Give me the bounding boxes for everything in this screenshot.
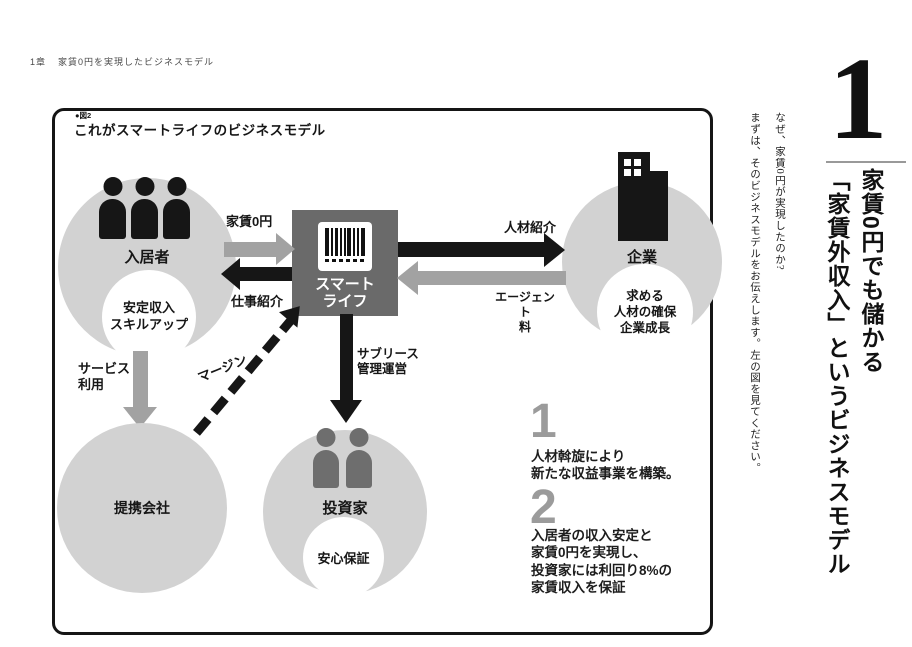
chapter-heading-col1: 家賃0円でも儲かる (858, 168, 884, 374)
arrow-rent-zero-head (276, 233, 295, 265)
arrow-hr-referral-head (544, 233, 565, 267)
person-icon (346, 428, 372, 488)
person-icon (131, 177, 158, 239)
building-icon (618, 152, 668, 241)
investors-label: 投資家 (322, 500, 368, 517)
note-2-text: 入居者の収入安定と 家賃0円を実現し、 投資家には利回り8%の 家賃収入を保証 (531, 528, 673, 595)
investors-group-icon (313, 428, 372, 488)
chapter-lead-col2: まずは、そのビジネスモデルをお伝えします。左の図を見てください。 (749, 112, 760, 474)
flow-job-referral: 仕事紹介 (231, 294, 284, 309)
person-icon (163, 177, 190, 239)
arrow-agent-fee-head (397, 261, 418, 295)
note-2-number: 2 (530, 481, 557, 534)
chapter-number: 1章 (30, 57, 47, 67)
arrow-rent-zero (224, 242, 276, 257)
company-label: 企業 (626, 249, 657, 266)
smartlife-label: スマート ライフ (315, 276, 375, 310)
arrow-job-referral-head (221, 258, 240, 290)
arrow-hr-referral (398, 242, 544, 257)
flow-rent-zero: 家賃0円 (226, 214, 273, 229)
chapter-lead-col1: なぜ、家賃0円が実現したのか? (774, 112, 785, 271)
company-benefit: 求める 人材の確保 企業成長 (613, 288, 677, 336)
chapter-heading-vertical: 家賃0円でも儲かる 「家賃外収入」というビジネスモデル (816, 168, 888, 643)
note-1-number: 1 (530, 395, 557, 448)
chapter-heading-col2: 「家賃外収入」というビジネスモデル (824, 168, 850, 576)
chapter-title: 家賃0円を実現したビジネスモデル (58, 57, 215, 67)
investors-benefit-circle: 安心保証 (303, 517, 384, 598)
flow-agent-fee: エージェント 料 (495, 290, 555, 334)
note-1-text: 人材斡旋により 新たな収益事業を構築。 (531, 449, 680, 482)
flow-hr-referral: 人材紹介 (504, 220, 557, 235)
barcode-icon (318, 222, 372, 271)
residents-benefit-circle: 安定収入 スキルアップ (102, 270, 196, 364)
investors-benefit: 安心保証 (317, 551, 370, 566)
arrow-job-referral (240, 267, 292, 281)
chapter-rule (826, 161, 906, 163)
figure-title: これがスマートライフのビジネスモデル (74, 123, 326, 138)
residents-label: 入居者 (124, 249, 170, 266)
arrow-sublease-head (330, 400, 362, 423)
company-benefit-circle: 求める 人材の確保 企業成長 (597, 264, 693, 360)
person-icon (99, 177, 126, 239)
person-icon (313, 428, 339, 488)
residents-benefit: 安定収入 スキルアップ (109, 300, 188, 332)
residents-group-icon (99, 177, 190, 239)
chapter-lead-vertical: なぜ、家賃0円が実現したのか? まずは、そのビジネスモデルをお伝えします。左の図… (742, 112, 792, 492)
figure-tag: ●図2 (75, 111, 92, 120)
flow-sublease: サブリース 管理運営 (357, 347, 419, 376)
partner-label: 提携会社 (114, 500, 170, 516)
running-head: 1章 家賃0円を実現したビジネスモデル (30, 55, 214, 68)
arrow-service-use (133, 351, 148, 408)
partner-circle: 提携会社 (57, 423, 227, 593)
arrow-sublease (340, 314, 353, 401)
arrow-agent-fee (418, 271, 566, 285)
building-annex (650, 171, 668, 241)
flow-service-use: サービス 利用 (78, 361, 131, 392)
chapter-numeral: 1 (828, 33, 888, 164)
building-tower (618, 152, 650, 241)
arrow-service-use-head (123, 407, 157, 428)
